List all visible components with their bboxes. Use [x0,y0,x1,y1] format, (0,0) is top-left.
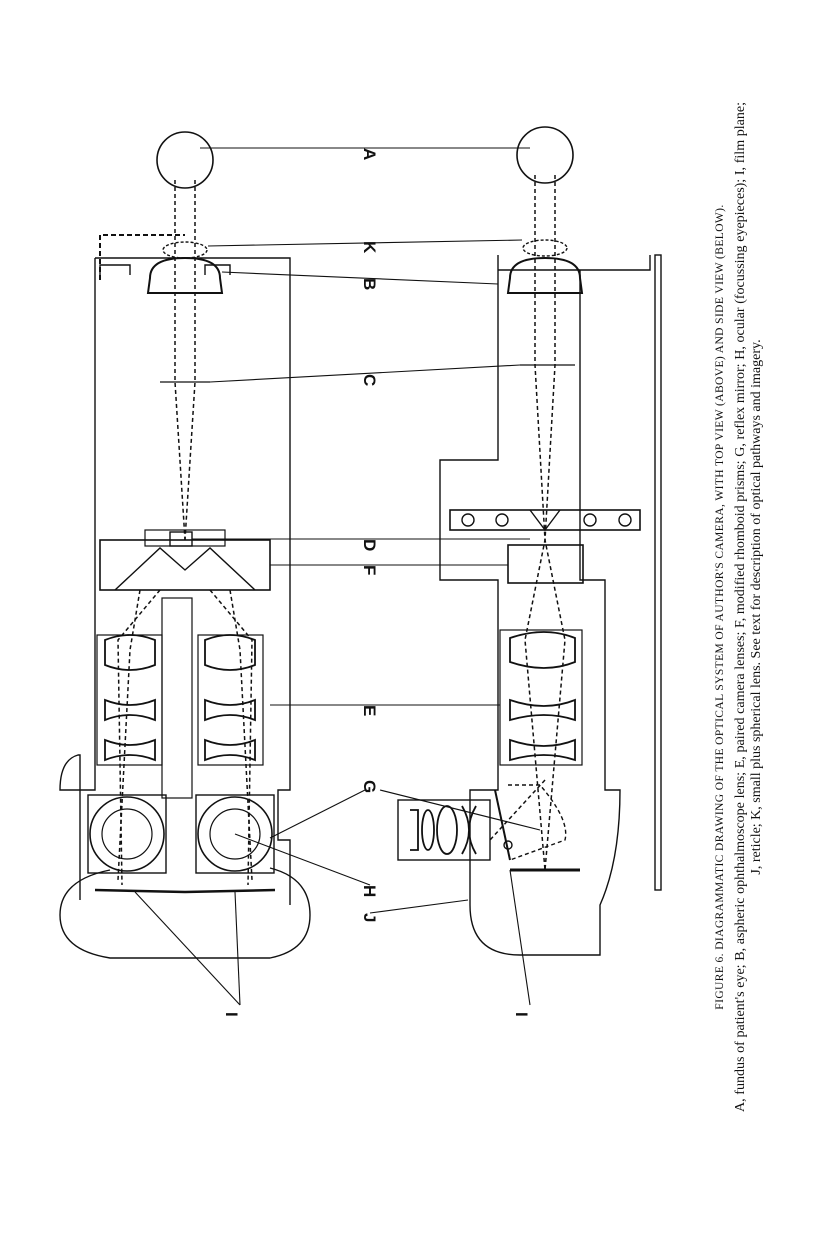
top-film-plane [94,888,276,894]
leader-lines [134,147,541,1006]
top-view-film-housing [59,867,311,959]
side-view [397,126,662,956]
side-reticle-bar [449,509,641,532]
label-D: D [360,539,379,551]
figure-title: FIGURE 6. DIAGRAMMATIC DRAWING OF THE OP… [714,204,726,1010]
label-F: F [360,565,379,575]
label-E: E [360,705,379,716]
side-aspheric-lens [506,256,584,294]
figure-legend: A, fundus of patient's eye; B, aspheric … [733,102,764,1112]
label-G: G [360,780,379,793]
label-C: C [360,374,379,386]
label-A: A [360,148,379,160]
label-B: B [360,278,379,290]
top-oculars [87,794,275,874]
top-aspheric-lens [146,256,224,294]
label-J: J [360,913,379,922]
top-view-housing [59,257,291,905]
label-letters: A B K C D F E G H J I I [222,148,531,1017]
top-view [59,131,311,959]
side-ocular [397,799,491,861]
label-H: H [360,885,379,897]
side-patient-eye [516,126,574,184]
top-patient-eye [156,131,214,189]
label-K: K [360,241,379,254]
label-I-side: I [512,1012,531,1017]
figure-caption: FIGURE 6. DIAGRAMMATIC DRAWING OF THE OP… [712,102,765,1112]
label-I-top: I [222,1012,241,1017]
top-right-lens-group [197,634,264,766]
top-prism-block [99,539,271,591]
side-lens-group [499,629,583,766]
side-view-housing [439,255,651,956]
